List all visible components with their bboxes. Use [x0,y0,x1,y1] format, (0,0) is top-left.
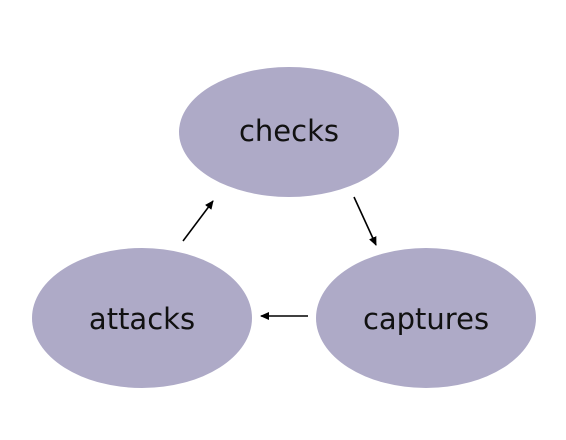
arrow-attacks-to-checks [182,200,214,242]
arrow-checks-to-captures [353,196,377,246]
node-checks-label: checks [239,114,339,148]
node-checks: checks [179,67,399,197]
node-captures-label: captures [363,302,489,336]
node-captures-shape [316,248,536,388]
node-checks-shape [179,67,399,197]
node-captures: captures [316,248,536,388]
node-attacks-label: attacks [89,302,195,336]
node-attacks-shape [32,248,252,388]
node-attacks: attacks [32,248,252,388]
